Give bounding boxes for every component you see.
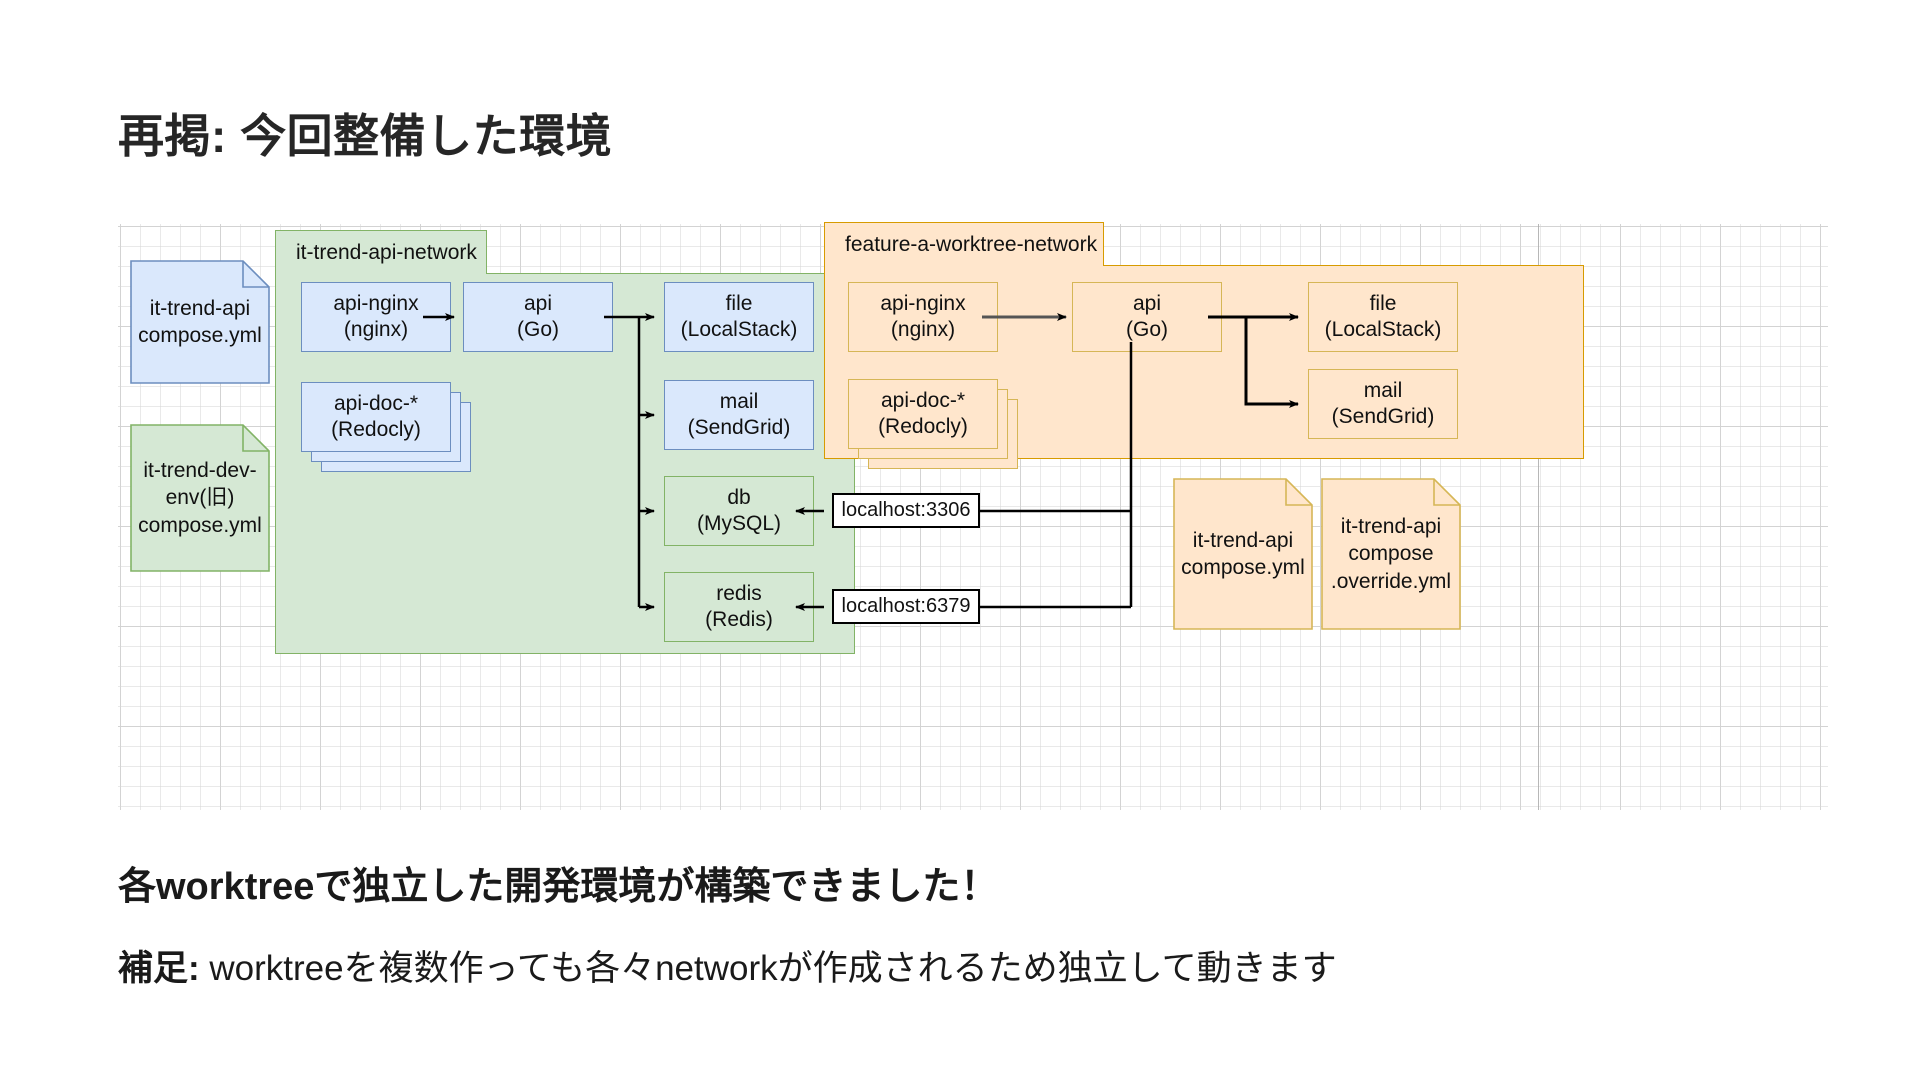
node-file-orange[interactable]: file (LocalStack) [1308, 282, 1458, 352]
node-line-2: (SendGrid) [1331, 405, 1435, 428]
note-line-1: it-trend-api [149, 296, 251, 320]
note-line-2: env(旧) [165, 486, 235, 510]
note-shape-orange [1173, 478, 1313, 630]
node-line-2: (Go) [517, 318, 559, 341]
node-api-doc-green[interactable]: api-doc-* (Redocly) [301, 382, 471, 472]
note-it-trend-dev-env-compose: it-trend-dev- env(旧) compose.yml [130, 424, 270, 572]
architecture-diagram: it-trend-api-network feature-a-worktree-… [118, 222, 1828, 810]
node-line-1: db [727, 486, 751, 510]
node-mail-orange[interactable]: mail (SendGrid) [1308, 369, 1458, 439]
caption-main: 各worktreeで独立した開発環境が構築できました！ [118, 866, 999, 908]
network-label-it-trend-api-network: it-trend-api-network [275, 230, 487, 274]
node-api-green[interactable]: api (Go) [463, 282, 613, 352]
node-line-1: api-doc-* [880, 389, 966, 413]
note-line-2: compose.yml [1181, 556, 1305, 579]
stack-sheet-front: api-doc-* (Redocly) [301, 382, 451, 452]
note-shape-green [130, 424, 270, 572]
note-line-1: it-trend-dev- [143, 459, 257, 483]
port-label-mysql: localhost:3306 [832, 493, 980, 528]
node-redis-green[interactable]: redis (Redis) [664, 572, 814, 642]
node-line-1: api [1132, 292, 1162, 316]
node-api-nginx-green[interactable]: api-nginx (nginx) [301, 282, 451, 352]
note-line-1: it-trend-api [1192, 528, 1294, 552]
note-line-3: .override.yml [1330, 569, 1452, 593]
node-api-orange[interactable]: api (Go) [1072, 282, 1222, 352]
node-line-1: redis [716, 582, 762, 606]
stack-sheet-front: api-doc-* (Redocly) [848, 379, 998, 449]
note-shape-blue [130, 260, 270, 384]
note-line-2: compose.yml [138, 324, 262, 347]
node-line-2: (Redocly) [878, 415, 968, 438]
node-line-1: file [1369, 292, 1397, 316]
note-shape-orange [1321, 478, 1461, 630]
node-line-2: (SendGrid) [687, 416, 791, 439]
node-line-1: api-nginx [333, 292, 419, 316]
note-it-trend-api-compose: it-trend-api compose.yml [130, 260, 270, 384]
network-label-feature-a-worktree-network: feature-a-worktree-network [824, 222, 1104, 266]
node-line-2: (LocalStack) [680, 318, 798, 341]
port-label-redis: localhost:6379 [832, 589, 980, 624]
caption-sub-lead: 補足: [118, 949, 200, 988]
node-line-2: (Go) [1126, 318, 1168, 341]
node-line-1: api [523, 292, 553, 316]
node-line-1: mail [1363, 379, 1403, 403]
node-line-1: mail [719, 390, 759, 414]
note-line-3: compose.yml [138, 513, 262, 537]
node-line-1: file [725, 292, 753, 316]
node-line-1: api-nginx [880, 292, 966, 316]
note-it-trend-api-compose-override: it-trend-api compose .override.yml [1321, 478, 1461, 630]
node-line-2: (nginx) [343, 318, 409, 341]
node-db-green[interactable]: db (MySQL) [664, 476, 814, 546]
node-line-2: (Redis) [705, 608, 773, 631]
node-line-2: (MySQL) [697, 512, 781, 535]
page-title: 再掲: 今回整備した環境 [118, 110, 613, 162]
caption-sub: 補足: worktreeを複数作っても各々networkが作成されるため独立して… [118, 940, 1337, 991]
node-line-1: api-doc-* [333, 392, 419, 416]
node-line-2: (LocalStack) [1324, 318, 1442, 341]
node-api-doc-orange[interactable]: api-doc-* (Redocly) [848, 379, 1018, 469]
node-line-2: (nginx) [890, 318, 956, 341]
note-line-1: it-trend-api [1340, 515, 1442, 539]
node-file-green[interactable]: file (LocalStack) [664, 282, 814, 352]
note-line-2: compose [1348, 542, 1434, 566]
node-api-nginx-orange[interactable]: api-nginx (nginx) [848, 282, 998, 352]
node-line-2: (Redocly) [331, 418, 421, 441]
caption-sub-rest: worktreeを複数作っても各々networkが作成されるため独立して動きます [199, 949, 1337, 988]
node-mail-green[interactable]: mail (SendGrid) [664, 380, 814, 450]
note-it-trend-api-compose-right: it-trend-api compose.yml [1173, 478, 1313, 630]
